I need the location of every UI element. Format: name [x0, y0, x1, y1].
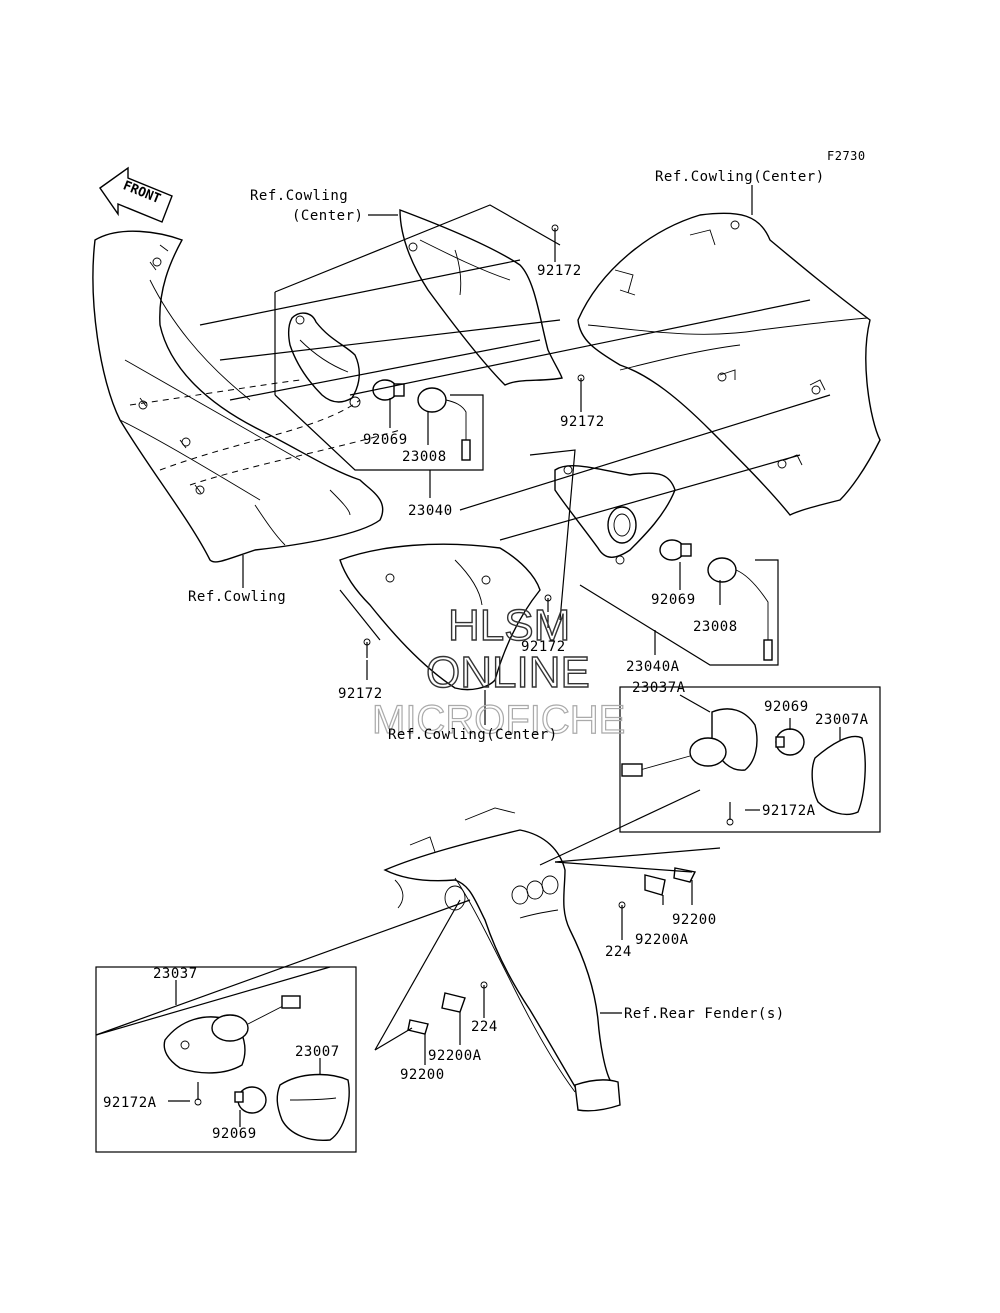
socket-icon — [707, 557, 773, 661]
label-23037: 23037 — [153, 966, 198, 982]
watermark-line-1: HLSM — [448, 601, 570, 650]
part-labels: F2730 Ref.Cowling (Center) Ref.Cowling(C… — [103, 149, 869, 1142]
label-92200A-b: 92200A — [428, 1048, 482, 1064]
label-92069-d: 92069 — [212, 1126, 257, 1142]
label-92200-b: 92200 — [400, 1067, 445, 1083]
lens-icon — [276, 1073, 350, 1142]
label-ref-rear-fender: Ref.Rear Fender(s) — [624, 1006, 785, 1022]
front-left-turn-signal-assembly — [287, 312, 471, 461]
label-23007: 23007 — [295, 1044, 340, 1060]
label-92069-a: 92069 — [363, 432, 408, 448]
bulb-icon — [372, 379, 405, 401]
label-23040A: 23040A — [626, 659, 680, 675]
label-ref-cowling-center-top-1: Ref.Cowling — [250, 188, 348, 204]
label-92069-c: 92069 — [764, 699, 809, 715]
label-23037A: 23037A — [632, 680, 686, 696]
bracket-icon — [407, 867, 697, 1035]
label-92200-a: 92200 — [672, 912, 717, 928]
label-ref-cowling: Ref.Cowling — [188, 589, 286, 605]
bulb-icon — [659, 539, 692, 561]
screw-icon — [726, 802, 734, 826]
label-92172-c: 92172 — [521, 639, 566, 655]
front-arrow-icon: FRONT — [99, 166, 173, 223]
right-cowling-center-illustration — [577, 212, 881, 516]
label-224-a: 224 — [605, 944, 632, 960]
center-cowling-top-illustration — [399, 208, 563, 386]
lens-icon — [811, 735, 866, 816]
label-92172-b: 92172 — [560, 414, 605, 430]
screw-icon — [194, 1082, 202, 1106]
label-92172A-b: 92172A — [103, 1095, 157, 1111]
label-92069-b: 92069 — [651, 592, 696, 608]
bulb-icon — [234, 1086, 267, 1114]
rear-left-signal-box — [95, 966, 357, 1153]
rear-right-turn-signal — [621, 708, 866, 826]
label-92200A-a: 92200A — [635, 932, 689, 948]
watermark-line-2: ONLINE — [426, 648, 590, 697]
label-23040: 23040 — [408, 503, 453, 519]
rear-left-turn-signal — [163, 995, 350, 1142]
label-ref-cowling-center-bottom: Ref.Cowling(Center) — [388, 727, 558, 743]
diagram-code: F2730 — [827, 149, 866, 163]
label-ref-cowling-center-right: Ref.Cowling(Center) — [655, 169, 825, 185]
label-92172A-a: 92172A — [762, 803, 816, 819]
socket-icon — [417, 387, 471, 461]
rear-fender-illustration — [383, 807, 621, 1112]
label-23008-a: 23008 — [402, 449, 447, 465]
rear-right-signal-box — [619, 686, 881, 833]
watermark-line-3: MICROFICHE — [372, 698, 625, 742]
label-92172-d: 92172 — [338, 686, 383, 702]
leader-lines — [95, 185, 841, 1127]
bulb-icon — [775, 728, 805, 756]
label-224-b: 224 — [471, 1019, 498, 1035]
label-92172-a: 92172 — [537, 263, 582, 279]
front-right-turn-signal-assembly — [554, 465, 773, 661]
label-ref-cowling-center-top-2: (Center) — [292, 208, 363, 224]
watermark: HLSM ONLINE MICROFICHE — [371, 600, 626, 742]
center-cowling-bottom-illustration — [339, 543, 541, 691]
left-cowling-illustration — [92, 230, 384, 563]
label-23008-b: 23008 — [693, 619, 738, 635]
label-23007A: 23007A — [815, 712, 869, 728]
